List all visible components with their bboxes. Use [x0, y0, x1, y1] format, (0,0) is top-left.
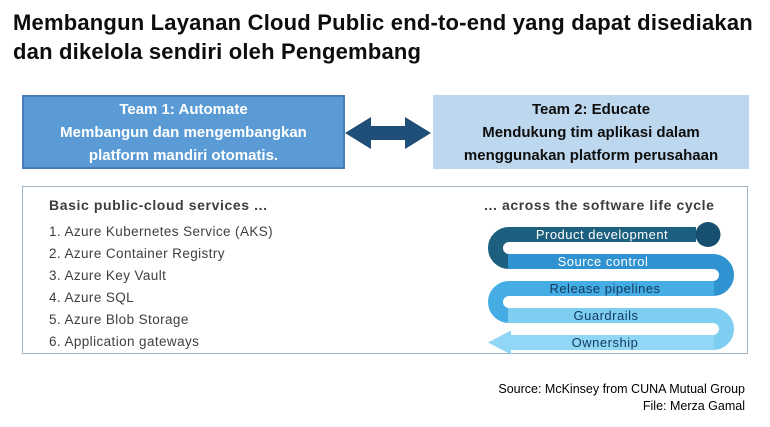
stage-bar-product-development — [507, 227, 696, 242]
stage-label: Ownership — [572, 335, 639, 350]
service-item: 3. Azure Key Vault — [49, 268, 167, 283]
curve-stage3-to-4 — [488, 281, 510, 323]
team1-body-line2: platform mandiri otomatis. — [88, 146, 279, 164]
lifecycle-snake-svg: Product development Source control Relea… — [488, 222, 734, 355]
content-panel: Basic public-cloud services ... ... acro… — [22, 186, 749, 355]
team1-box: Team 1: Automate Membangun dan mengemban… — [22, 95, 345, 169]
stage-bar-release-pipelines — [508, 281, 714, 296]
stage-label: Source control — [558, 254, 649, 269]
team-link-arrow — [344, 111, 432, 155]
services-header: Basic public-cloud services ... — [49, 197, 268, 213]
snake-start-dot — [695, 222, 721, 247]
snake-end-arrowhead-icon — [488, 330, 511, 355]
footer-source: Source: McKinsey from CUNA Mutual Group — [498, 382, 745, 396]
services-list: 1. Azure Kubernetes Service (AKS) 2. Azu… — [49, 221, 273, 353]
lifecycle-snake-diagram: Product development Source control Relea… — [481, 219, 749, 355]
curve-stage2-to-3 — [712, 254, 734, 296]
service-item: 2. Azure Container Registry — [49, 246, 225, 261]
footer: Source: McKinsey from CUNA Mutual Group … — [498, 381, 745, 415]
curve-stage1-to-2 — [488, 227, 510, 269]
stage-label: Product development — [536, 227, 668, 242]
service-item: 5. Azure Blob Storage — [49, 312, 189, 327]
curve-stage4-to-5 — [712, 308, 734, 350]
stage-label: Release pipelines — [549, 281, 660, 296]
stage-bar-source-control — [508, 254, 714, 269]
footer-file: File: Merza Gamal — [642, 399, 745, 413]
team2-box: Team 2: Educate Mendukung tim aplikasi d… — [433, 95, 749, 169]
slide-title-line2: dan dikelola sendiri oleh Pengembang — [13, 39, 422, 64]
double-arrow-shape — [345, 117, 431, 149]
slide-title: Membangun Layanan Cloud Public end-to-en… — [13, 8, 765, 66]
lifecycle-header: ... across the software life cycle — [484, 197, 715, 213]
double-arrow-icon — [345, 117, 431, 149]
slide-title-line1: Membangun Layanan Cloud Public end-to-en… — [13, 10, 753, 35]
stage-label: Guardrails — [574, 308, 639, 323]
service-item: 4. Azure SQL — [49, 290, 135, 305]
team2-body-line1: Mendukung tim aplikasi dalam — [482, 123, 700, 141]
stage-bar-ownership — [510, 335, 714, 350]
team2-heading: Team 2: Educate — [531, 100, 651, 118]
team1-heading: Team 1: Automate — [119, 100, 248, 118]
team2-body-line2: menggunakan platform perusahaan — [463, 146, 719, 164]
service-item: 6. Application gateways — [49, 334, 200, 349]
stage-bar-guardrails — [508, 308, 714, 323]
team1-body-line1: Membangun dan mengembangkan — [60, 123, 307, 141]
service-item: 1. Azure Kubernetes Service (AKS) — [49, 224, 274, 239]
